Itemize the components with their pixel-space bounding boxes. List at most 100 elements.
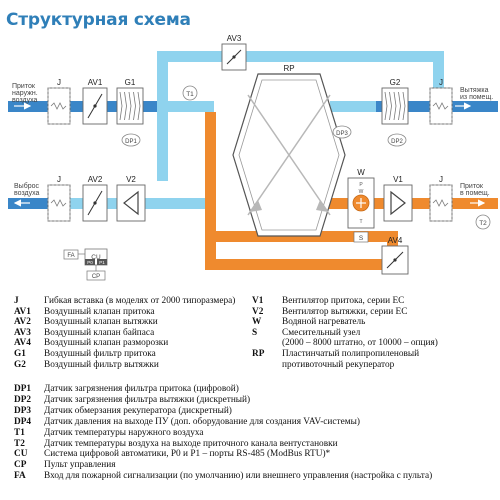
mixing-unit-s: S [353, 231, 369, 243]
legend-description: Воздушный клапан вытяжки [44, 317, 158, 328]
control-unit-cu: CU P0 P1 FA CP [63, 248, 108, 281]
legend-code: RP [252, 349, 265, 359]
legend-description: Воздушный клапан байпаса [44, 327, 155, 338]
legend-description: (2000 – 8000 штатно, от 10000 – опция) [282, 338, 438, 349]
legend-code: CP [14, 460, 27, 471]
flex-insert-j-label: J [439, 78, 443, 87]
legend-code: DP2 [14, 394, 32, 405]
legend-code: DP1 [14, 384, 32, 394]
exhaust-duct-bottom [8, 198, 208, 209]
air-valve-av4: AV4 [381, 236, 409, 275]
legend-code: AV3 [14, 327, 31, 338]
legend-code: CU [14, 449, 28, 460]
legend-description: Воздушный клапан разморозки [44, 338, 169, 349]
rp-label: RP [283, 64, 294, 73]
svg-text:S: S [359, 235, 364, 242]
air-valve-av1-label: AV1 [88, 78, 103, 87]
legend-code: S [252, 327, 258, 338]
sensor-t1: T1 [182, 85, 198, 101]
sensor-t2: T2 [475, 214, 491, 230]
legend-code: G1 [14, 349, 26, 359]
legend-description: Датчик давления на выходе ПУ (доп. обору… [44, 416, 360, 427]
bypass-vertical [157, 51, 168, 181]
legend-code: T2 [14, 438, 25, 449]
filter-g1: G1 [116, 78, 144, 125]
filter-g2: G2 [381, 78, 409, 125]
legend-description: Смесительный узел [282, 327, 361, 338]
legend-description: Воздушный фильтр вытяжки [44, 359, 159, 370]
air-valve-av3-label: AV3 [227, 34, 242, 43]
flex-insert-j: J [429, 78, 453, 125]
svg-text:из помещ.: из помещ. [460, 94, 493, 101]
legend-code: V1 [252, 296, 264, 306]
svg-text:воздуха: воздуха [14, 190, 40, 197]
legend-description: Воздушный клапан притока [44, 306, 155, 317]
legend-description: Вход для пожарной сигнализации (по умолч… [44, 471, 433, 482]
svg-text:Вытяжка: Вытяжка [460, 87, 489, 94]
svg-text:наружн.: наружн. [12, 90, 38, 97]
svg-text:FA: FA [67, 253, 74, 259]
air-valve-av2: AV2 [82, 175, 108, 222]
label-exhaust-bottom: Выброс воздуха [14, 182, 40, 197]
svg-text:DP2: DP2 [391, 139, 403, 145]
sensor-dp2: DP2 [387, 133, 407, 147]
legend-description: Гибкая вставка (в моделях от 2000 типора… [44, 296, 236, 306]
legend-code: AV4 [14, 338, 31, 349]
legend-description: Датчик температуры наружного воздуха [44, 427, 204, 438]
svg-text:W: W [359, 189, 364, 195]
legend-code: AV2 [14, 317, 31, 328]
svg-text:CP: CP [92, 274, 100, 280]
legend-description: противоточный рекуператор [282, 359, 395, 370]
legend-description: Водяной нагреватель [282, 317, 366, 328]
legend-code: AV1 [14, 306, 31, 317]
supply-loop-left [205, 112, 216, 242]
label-supply-bottom: Приток в помещ. [460, 183, 490, 197]
filter-g1-label: G1 [125, 78, 136, 87]
svg-text:DP1: DP1 [125, 139, 137, 145]
svg-text:Выброс: Выброс [14, 182, 39, 190]
flex-insert-j-label: J [439, 175, 443, 184]
legend-code: V2 [252, 306, 264, 317]
svg-text:P: P [359, 182, 363, 188]
page-title: Структурная схема [6, 10, 191, 30]
flex-insert-j: J [47, 78, 71, 125]
svg-text:в помещ.: в помещ. [460, 190, 490, 197]
fan-v2-label: V2 [126, 175, 136, 184]
legend-code: FA [14, 471, 26, 482]
fan-v1-label: V1 [393, 175, 403, 184]
svg-text:T2: T2 [479, 220, 487, 227]
label-exhaust-top: Вытяжка из помещ. [460, 87, 493, 101]
svg-text:P1: P1 [99, 260, 105, 265]
legend-code: G2 [14, 359, 26, 370]
legend-description: Воздушный фильтр притока [44, 349, 156, 359]
svg-text:воздуха: воздуха [12, 97, 38, 104]
legend-description: Пластинчатый полипропиленовый [282, 349, 420, 359]
legend-description: Датчик загрязнения фильтра вытяжки (диск… [44, 394, 251, 405]
legend-code: W [252, 317, 262, 328]
sensor-dp1: DP1 [121, 133, 141, 147]
flex-insert-j-label: J [57, 175, 61, 184]
legend-description: Датчик обмерзания рекуператора (дискретн… [44, 405, 232, 416]
legend-description: Датчик загрязнения фильтра притока (цифр… [44, 384, 239, 394]
svg-text:P0: P0 [87, 260, 93, 265]
svg-text:Приток: Приток [460, 183, 484, 190]
legend-code: J [14, 296, 19, 306]
defrost-loop [205, 259, 398, 270]
flex-insert-j: J [47, 175, 71, 222]
legend-code: DP3 [14, 405, 32, 416]
svg-text:CU: CU [91, 254, 101, 261]
svg-text:Приток: Приток [12, 83, 36, 90]
bypass-top [157, 51, 444, 62]
air-valve-av2-label: AV2 [88, 175, 103, 184]
sensor-dp3: DP3 [332, 125, 352, 139]
legend-description: Пульт управления [44, 460, 116, 471]
legend-description: Вентилятор притока, серии EC [282, 296, 405, 306]
flex-insert-j: J [429, 175, 453, 222]
fan-v2: V2 [116, 175, 146, 222]
svg-text:T: T [359, 219, 362, 225]
filter-g2-label: G2 [390, 78, 401, 87]
legend-code: DP4 [14, 416, 32, 427]
recuperator-rp: RP [232, 64, 346, 237]
